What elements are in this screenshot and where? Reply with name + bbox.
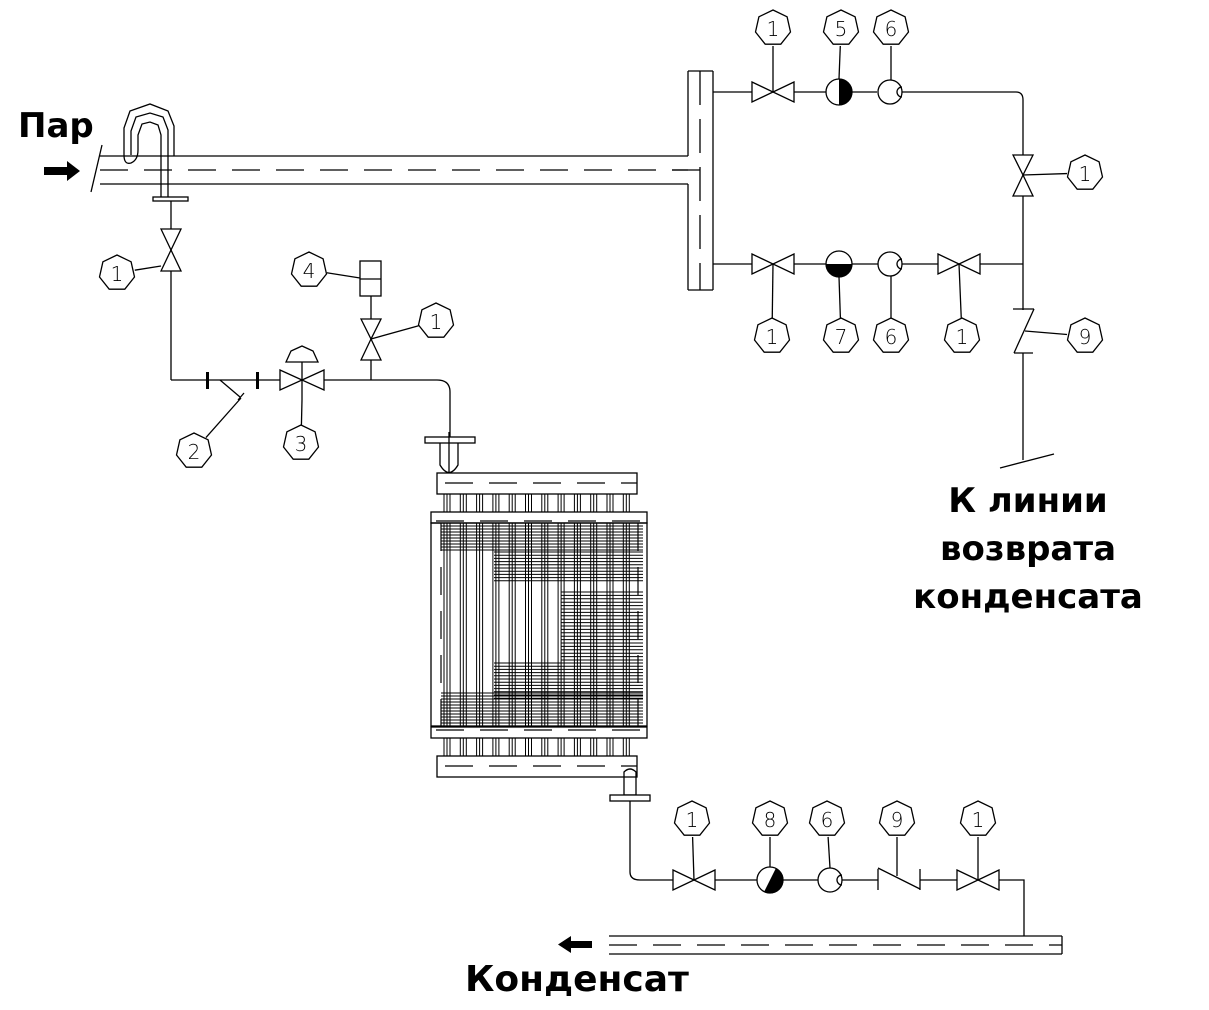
leader-line [838, 45, 841, 80]
leader-line [1024, 330, 1068, 336]
callout-cond-check: 9 [878, 800, 916, 876]
callout-heptagon [751, 800, 789, 836]
leader-line [370, 325, 419, 340]
steam-trap-8[interactable] [756, 866, 784, 894]
callout-heptagon [282, 424, 320, 460]
cond-sight-glass[interactable] [817, 867, 843, 893]
callout-heptagon [959, 800, 997, 836]
condensate-label: Конденсат [465, 959, 689, 1000]
flange [152, 196, 189, 202]
callout-cond-valve-b: 1 [959, 800, 997, 880]
strainer[interactable] [219, 379, 245, 401]
condensate-header-pipe [609, 935, 1063, 955]
callout-number: 9 [1079, 325, 1092, 349]
return-line-label-3: конденсата [913, 577, 1143, 617]
sight-glass-bottom[interactable] [877, 251, 903, 277]
leader-line [771, 263, 774, 319]
steam-siphon-loop [123, 103, 175, 201]
callout-heptagon [417, 302, 455, 338]
callout-heptagon [673, 800, 711, 836]
callout-left-valve: 1 [98, 254, 162, 290]
cond-check-valve[interactable] [877, 867, 921, 890]
callout-bottom-valve-a: 1 [753, 263, 791, 353]
return-line-label-2: возврата [940, 529, 1116, 569]
leader-line [134, 265, 162, 271]
leader-line [827, 836, 831, 869]
sight-glass-top[interactable] [877, 79, 903, 105]
leader-line [1022, 172, 1068, 176]
callout-strainer: 2 [175, 397, 242, 468]
callout-heptagon [872, 317, 910, 353]
shutoff-valve-side[interactable] [359, 318, 383, 361]
callout-heptagon [1066, 154, 1104, 190]
leader-line [958, 263, 962, 319]
steam-label: Пар [18, 106, 94, 146]
control-valve[interactable] [279, 345, 325, 400]
callout-number: 4 [303, 259, 316, 283]
callout-heptagon [808, 800, 846, 836]
return-line-label-1: К линии [948, 481, 1108, 521]
condensate-outlet-arrow-icon [558, 936, 592, 953]
callout-side-valve: 1 [370, 302, 455, 340]
callout-heptagon [1066, 317, 1104, 353]
shutoff-valve-left[interactable] [159, 228, 183, 272]
callout-number: 6 [885, 17, 898, 41]
callout-heptagon [943, 317, 981, 353]
callout-number: 2 [188, 440, 201, 464]
callout-number: 7 [835, 325, 848, 349]
callout-heptagon [754, 9, 792, 45]
callout-bottom-item7: 7 [822, 276, 860, 353]
solenoid-actuator[interactable] [359, 260, 382, 297]
leader-line [838, 276, 842, 319]
callout-number: 6 [885, 325, 898, 349]
callout-solenoid: 4 [290, 251, 361, 287]
shutoff-valve-top[interactable] [751, 80, 795, 104]
callout-heptagon [290, 251, 328, 287]
steam-header-pipe [90, 144, 688, 193]
leader-line [205, 397, 242, 438]
callout-top-item6: 6 [872, 9, 910, 80]
leader-line [691, 836, 695, 881]
callout-heptagon [822, 9, 860, 45]
callout-top-item5: 5 [822, 9, 860, 80]
callout-cond-item8: 8 [751, 800, 789, 867]
callout-number: 1 [686, 808, 699, 832]
callout-heptagon [878, 800, 916, 836]
callout-number: 1 [767, 17, 780, 41]
callout-heptagon [753, 317, 791, 353]
callout-number: 1 [972, 808, 985, 832]
callout-cond-valve-a: 1 [673, 800, 711, 881]
callout-number: 1 [111, 262, 124, 286]
callout-right-valve: 1 [1022, 154, 1104, 190]
callout-number: 5 [835, 17, 848, 41]
callout-number: 1 [766, 325, 779, 349]
callout-number: 8 [764, 808, 777, 832]
leader-line [326, 272, 361, 279]
callout-number: 3 [295, 432, 308, 456]
shutoff-valve-right[interactable] [1011, 154, 1035, 197]
steam-trap-7[interactable] [825, 250, 853, 278]
callout-number: 1 [1079, 162, 1092, 186]
callout-number: 9 [891, 808, 904, 832]
callout-control-valve: 3 [282, 399, 320, 460]
callout-heptagon [98, 254, 136, 290]
distribution-manifold [672, 70, 714, 291]
callout-bottom-valve-b: 1 [943, 263, 981, 353]
callout-heptagon [822, 317, 860, 353]
callout-number: 1 [430, 310, 443, 334]
leader-line [300, 399, 303, 426]
callout-cond-item6: 6 [808, 800, 846, 869]
callout-right-check: 9 [1024, 317, 1104, 353]
callout-bottom-item6: 6 [872, 276, 910, 353]
callout-top-valve: 1 [754, 9, 792, 92]
heat-exchanger [424, 432, 651, 802]
callout-number: 1 [956, 325, 969, 349]
callout-heptagon [175, 432, 213, 468]
steam-trap-5[interactable] [825, 78, 853, 106]
callout-heptagon [872, 9, 910, 45]
steam-inlet-arrow-icon [44, 161, 80, 181]
shutoff-valve-bottom-a[interactable] [751, 252, 795, 276]
callout-number: 6 [821, 808, 834, 832]
